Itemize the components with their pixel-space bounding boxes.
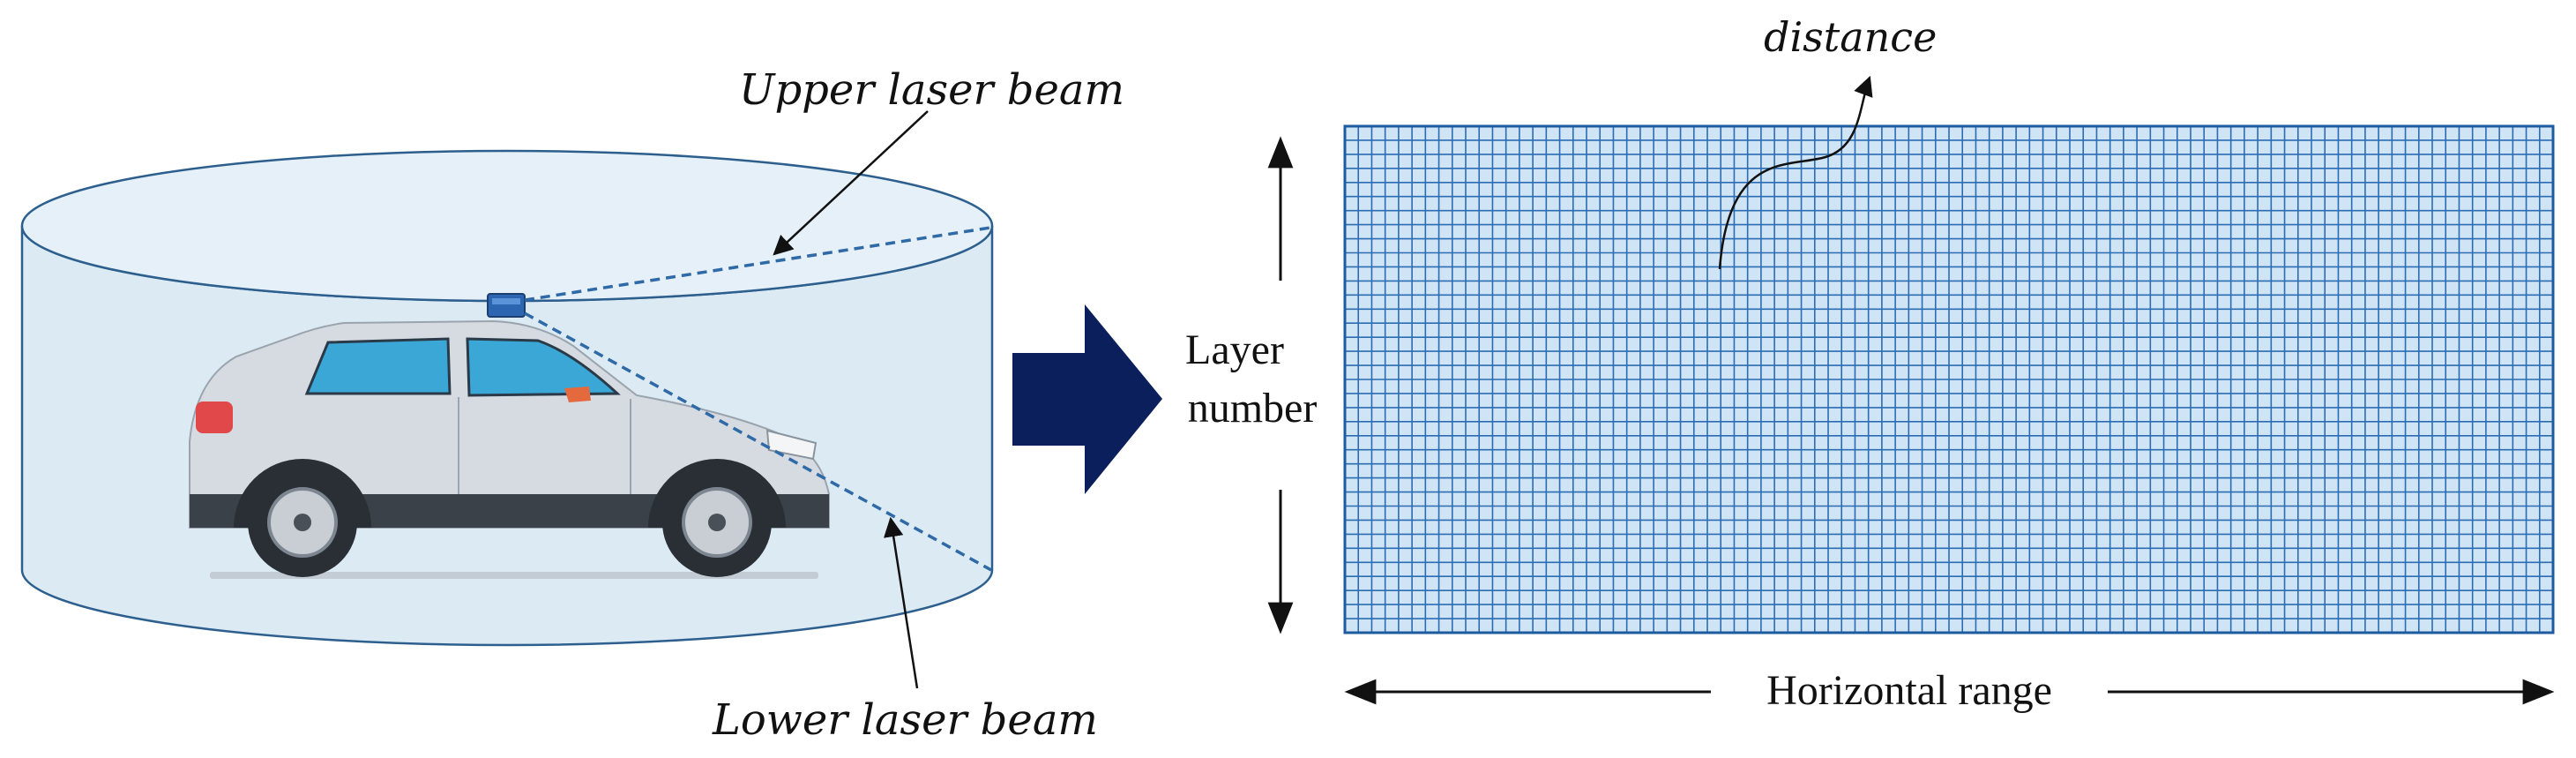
car-rear-window — [304, 337, 452, 395]
car-tail-light — [196, 402, 233, 433]
layer-label-line1: Layer — [1185, 326, 1284, 373]
lower-beam-label: Lower laser beam — [712, 695, 1098, 745]
lower-laser-beam-line — [524, 311, 992, 572]
car-wheel-rear — [248, 468, 357, 577]
layer-label-line2: number — [1188, 385, 1318, 432]
upper-beam-label: Upper laser beam — [739, 65, 1124, 115]
car-side-mirror — [564, 387, 591, 402]
car-illustration — [189, 319, 830, 577]
ground-line — [210, 572, 818, 579]
upper-beam-pointer — [773, 110, 929, 256]
grid-cells — [1345, 126, 2553, 633]
horizontal-range-label: Horizontal range — [1766, 667, 2052, 714]
car-wheel-front — [662, 468, 772, 577]
lower-beam-pointer — [884, 516, 919, 689]
cylinder-top — [20, 149, 994, 303]
distance-label: distance — [1764, 13, 1937, 61]
car-front-window — [466, 337, 621, 397]
distance-pointer — [1718, 75, 1873, 270]
range-image-grid — [1343, 124, 2555, 634]
lidar-sensor — [487, 293, 526, 318]
grid-border — [1343, 124, 2555, 634]
transform-arrow — [1012, 304, 1162, 494]
